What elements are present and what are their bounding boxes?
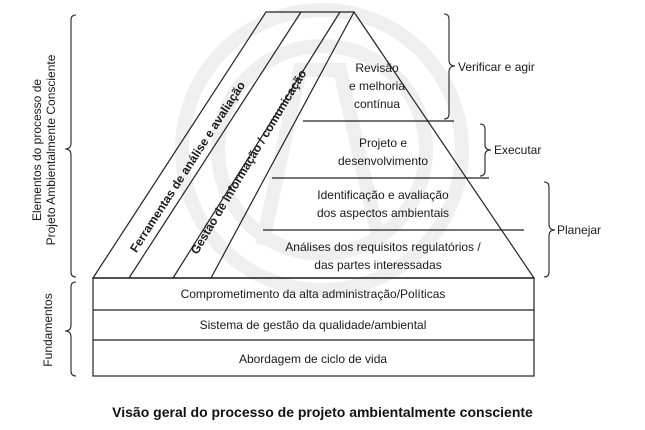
execute-label: Executar	[494, 143, 541, 157]
review-text-line-2: e melhoria	[349, 79, 405, 93]
figure-caption: Visão geral do processo de projeto ambie…	[112, 404, 533, 420]
foundation-commitment-label: Comprometimento da alta administração/Po…	[181, 287, 446, 301]
analysis-text-line-2: das partes interessadas	[314, 258, 441, 272]
analysis-text-line-1: Análises dos requisitos regulatórios /	[285, 240, 481, 254]
identify-text-line-1: Identificação e avaliação	[317, 188, 449, 202]
verify-act-label: Verificar e agir	[458, 60, 535, 74]
plan-label: Planejar	[557, 223, 601, 237]
foundations-label: Fundamentos	[41, 293, 55, 366]
review-text-line-3: contínua	[354, 97, 400, 111]
elements-label-line-2: Projeto Ambientalmente Consciente	[44, 54, 58, 245]
foundation-boxes	[92, 277, 535, 377]
foundation-lifecycle-label: Abordagem de ciclo de vida	[239, 352, 387, 366]
design-text-line-2: desenvolvimento	[338, 154, 428, 168]
elements-bracket	[64, 14, 77, 278]
plan-bracket	[543, 181, 556, 278]
foundations-bracket	[64, 281, 77, 377]
verify-bracket	[443, 13, 456, 120]
foundation-management-system-label: Sistema de gestão da qualidade/ambiental	[200, 318, 427, 332]
review-text-line-1: Revisão	[355, 61, 399, 75]
design-text-line-1: Projeto e	[359, 136, 407, 150]
identify-text-line-2: dos aspectos ambientais	[317, 206, 449, 220]
elements-label-line-1: Elementos do processo de	[30, 79, 44, 221]
abnt-watermark-logo	[175, 3, 469, 297]
execute-bracket	[479, 123, 492, 177]
